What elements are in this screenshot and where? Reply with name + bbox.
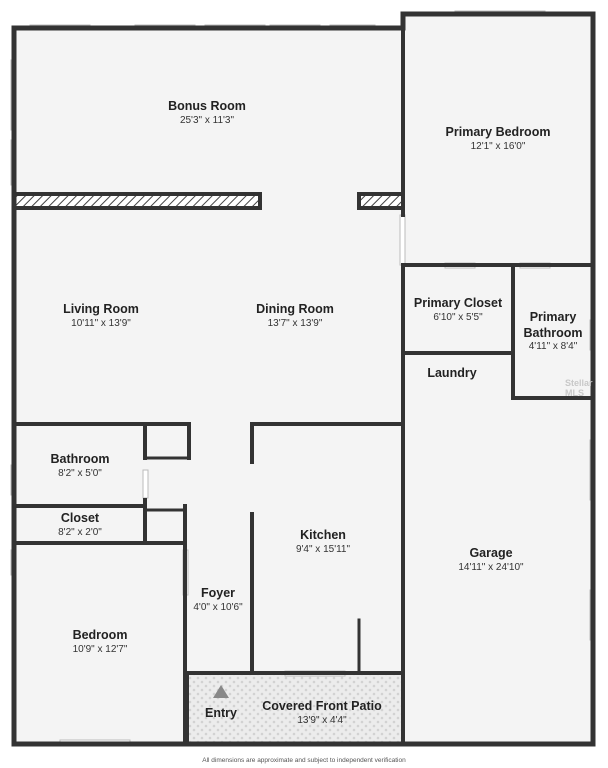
room-name: Covered Front Patio (262, 699, 382, 713)
room-dims: 12'1" x 16'0" (470, 140, 526, 152)
room-dims: 8'2" x 2'0" (58, 526, 102, 538)
room-name: Entry (205, 706, 237, 720)
disclaimer-footer: All dimensions are approximate and subje… (202, 757, 406, 764)
room-name: Living Room (63, 302, 139, 316)
room-dims: 10'11" x 13'9" (71, 317, 131, 329)
room-dims: 10'9" x 12'7" (72, 643, 128, 655)
room-name: Bedroom (72, 628, 128, 642)
walls (11, 11, 596, 747)
room-covered-front-patio: Covered Front Patio 13'9" x 4'4" (252, 699, 392, 727)
room-living-room: Living Room 10'11" x 13'9" (50, 302, 152, 330)
room-name: Foyer (200, 586, 236, 600)
room-name: Closet (60, 511, 100, 525)
room-primary-bedroom: Primary Bedroom 12'1" x 16'0" (430, 125, 566, 153)
room-dining-room: Dining Room 13'7" x 13'9" (244, 302, 346, 330)
room-name: Bathroom (50, 452, 110, 466)
floor-area (14, 14, 593, 744)
room-bonus-room: Bonus Room 25'3" x 11'3" (156, 99, 258, 127)
room-dims: 14'11" x 24'10" (458, 561, 524, 573)
watermark: Stellar MLS (565, 378, 593, 398)
half-walls (12, 192, 405, 210)
room-name: Primary Bedroom (445, 125, 551, 139)
room-name: Dining Room (256, 302, 334, 316)
room-dims: 6'10" x 5'5" (433, 311, 483, 323)
room-entry: Entry (196, 706, 246, 722)
room-dims: 13'9" x 4'4" (297, 714, 347, 726)
entry-arrow-icon (213, 685, 229, 698)
room-dims: 9'4" x 15'11" (295, 543, 351, 555)
room-garage: Garage 14'11" x 24'10" (441, 546, 541, 574)
room-name: Bonus Room (168, 99, 246, 113)
room-name: Kitchen (300, 528, 346, 542)
room-name-line1: Primary (529, 310, 577, 324)
room-name: Laundry (427, 366, 477, 380)
room-dims: 25'3" x 11'3" (179, 114, 235, 126)
room-name: Garage (469, 546, 513, 560)
room-name-line2: Bathroom (523, 325, 583, 340)
room-primary-closet: Primary Closet 6'10" x 5'5" (408, 296, 508, 324)
room-bedroom: Bedroom 10'9" x 12'7" (50, 628, 150, 656)
room-name: Primary Closet (413, 296, 503, 310)
room-dims: 4'0" x 10'6" (193, 601, 243, 613)
room-foyer: Foyer 4'0" x 10'6" (180, 586, 256, 614)
room-dims: 4'11" x 8'4" (528, 341, 578, 353)
room-dims: 8'2" x 5'0" (58, 467, 102, 479)
room-closet: Closet 8'2" x 2'0" (30, 511, 130, 539)
room-kitchen: Kitchen 9'4" x 15'11" (273, 528, 373, 556)
room-laundry: Laundry (420, 366, 484, 382)
room-bathroom: Bathroom 8'2" x 5'0" (30, 452, 130, 480)
room-dims: 13'7" x 13'9" (267, 317, 323, 329)
patio-floor (187, 673, 403, 744)
room-primary-bathroom: Primary Bathroom 4'11" x 8'4" (516, 310, 590, 354)
